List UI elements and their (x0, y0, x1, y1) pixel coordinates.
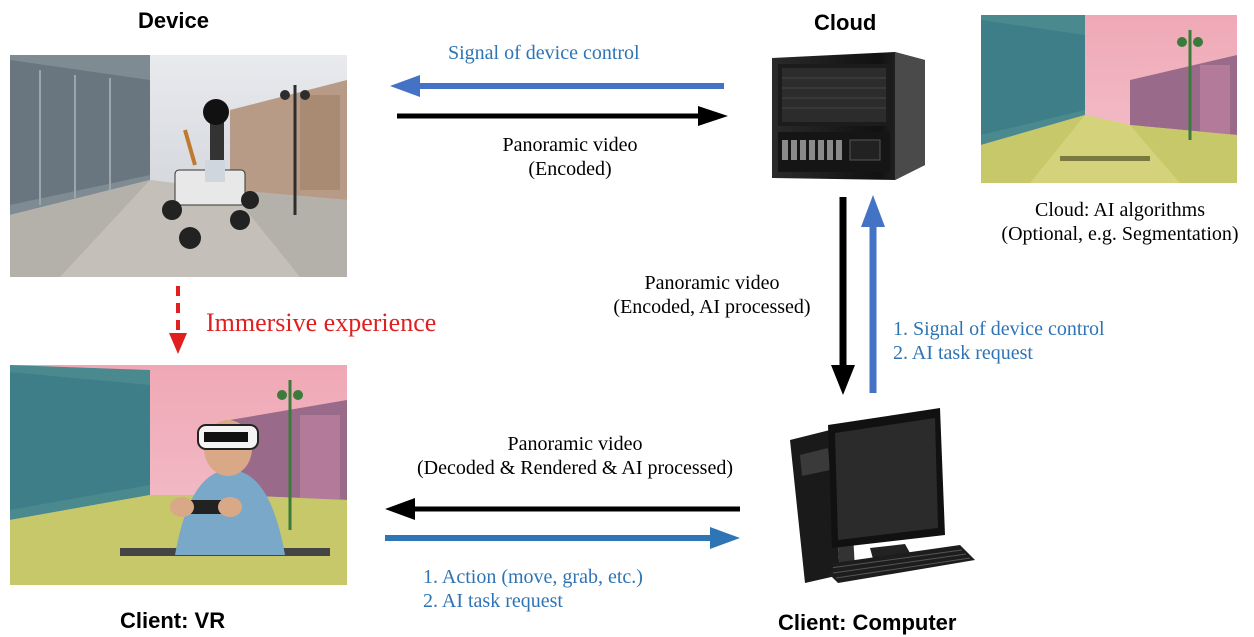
vr-client-photo (10, 365, 347, 585)
label-line: Panoramic video (644, 272, 780, 294)
label-line: 2. AI task request (893, 342, 1033, 364)
label-video-cloud-to-computer: Panoramic video (Encoded, AI processed) (592, 271, 832, 319)
label-line: 2. AI task request (423, 590, 563, 612)
arrow-immersive-dashed (169, 286, 187, 354)
cloud-title: Cloud (814, 10, 877, 35)
label-cloud-ai: Cloud: AI algorithms (Optional, e.g. Seg… (990, 198, 1250, 246)
label-computer-to-cloud: 1. Signal of device control 2. AI task r… (893, 317, 1105, 365)
label-line: (Optional, e.g. Segmentation) (1001, 223, 1239, 245)
arrow-computer-to-vr-video (385, 498, 740, 520)
label-line: Panoramic video (507, 433, 643, 455)
label-immersive-experience: Immersive experience (206, 308, 437, 337)
cloud-server-image (772, 52, 925, 180)
label-line: (Decoded & Rendered & AI processed) (417, 457, 733, 479)
arrow-device-to-cloud-video (397, 106, 728, 126)
arrow-computer-to-cloud-control (861, 195, 885, 393)
arrow-cloud-to-computer-video (831, 197, 855, 395)
device-title: Device (138, 8, 209, 33)
device-street-photo (10, 55, 347, 277)
arrow-vr-to-computer-action (385, 527, 740, 549)
label-line: Cloud: AI algorithms (1035, 199, 1205, 221)
label-line: Panoramic video (502, 134, 638, 156)
label-line: (Encoded) (528, 158, 612, 180)
label-line: 1. Action (move, grab, etc.) (423, 566, 643, 588)
label-video-device-to-cloud: Panoramic video (Encoded) (470, 133, 670, 181)
segmentation-photo (981, 15, 1237, 183)
arrow-cloud-to-device-control (390, 75, 724, 97)
client-vr-title: Client: VR (120, 608, 226, 633)
label-video-computer-to-vr: Panoramic video (Decoded & Rendered & AI… (395, 432, 755, 480)
label-line: 1. Signal of device control (893, 318, 1105, 340)
client-computer-image (790, 408, 975, 583)
label-vr-to-computer: 1. Action (move, grab, etc.) 2. AI task … (423, 565, 643, 613)
label-signal-device-control: Signal of device control (448, 42, 640, 64)
label-line: (Encoded, AI processed) (613, 296, 811, 318)
client-computer-title: Client: Computer (778, 610, 957, 635)
